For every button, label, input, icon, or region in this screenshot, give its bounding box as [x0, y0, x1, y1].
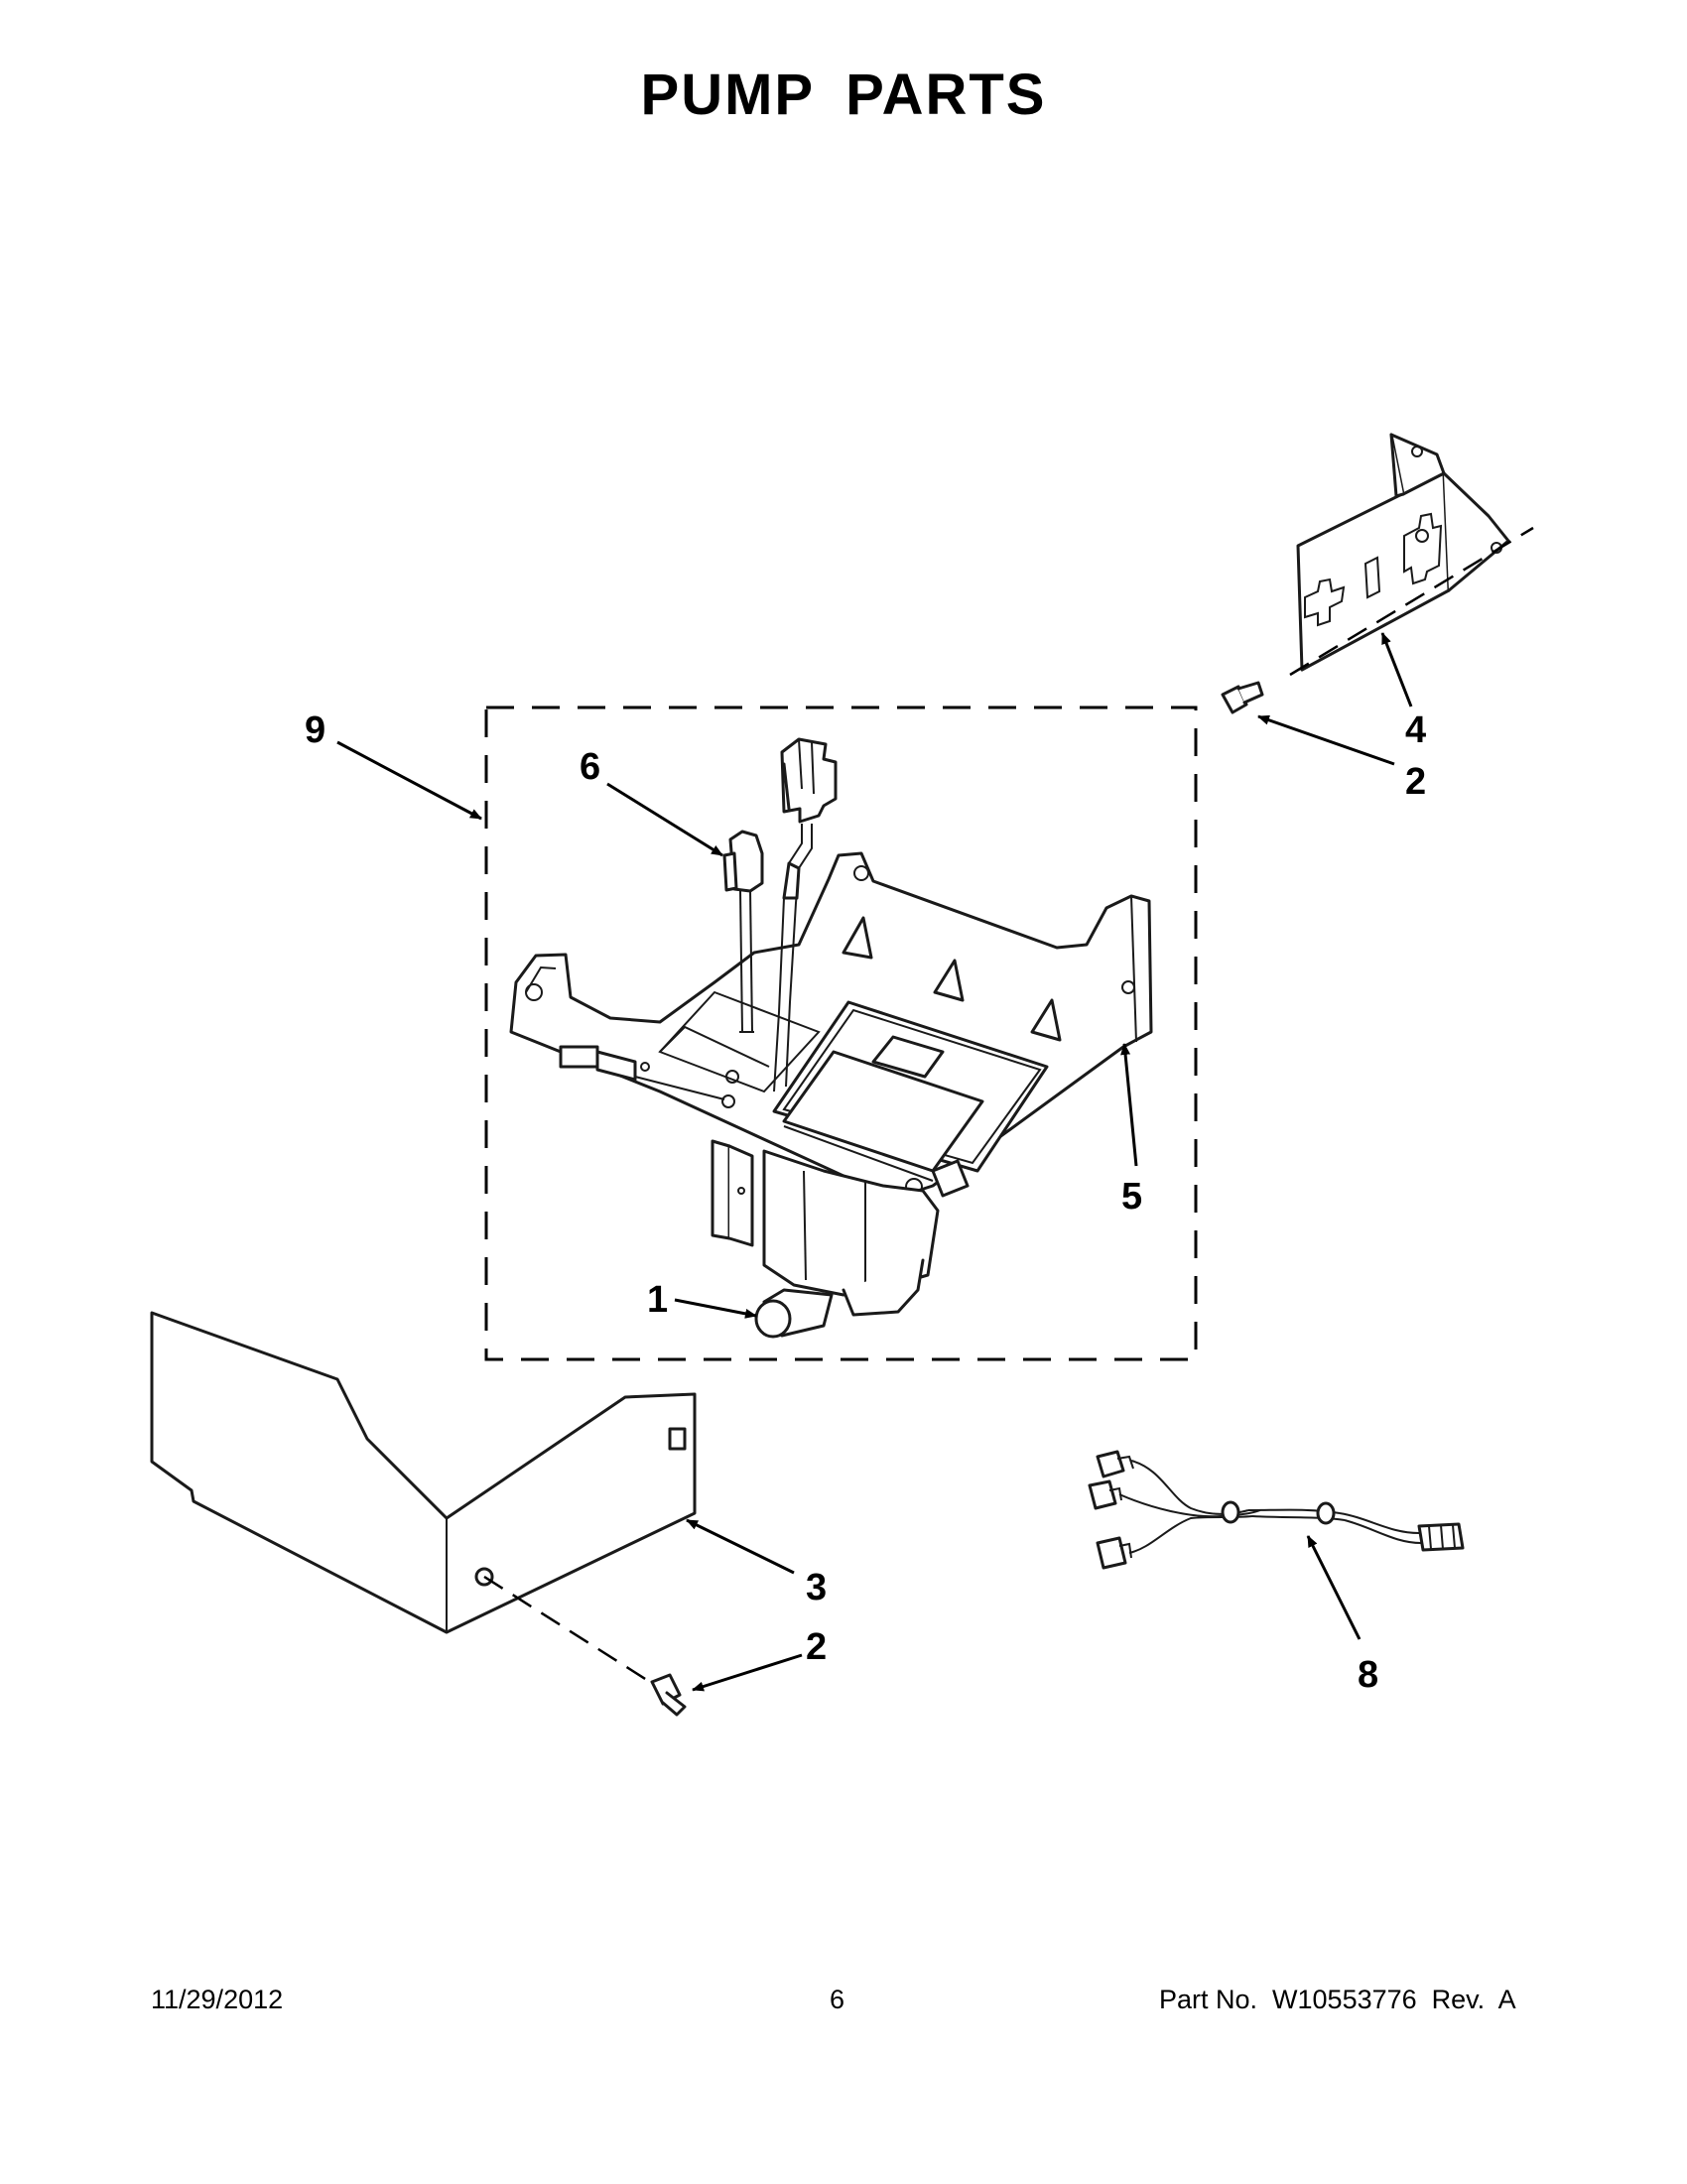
leader-8: [1306, 1535, 1362, 1640]
callout-2-top: 2: [1405, 761, 1426, 803]
callout-2-bottom: 2: [806, 1626, 827, 1668]
callout-1: 1: [647, 1279, 668, 1321]
leader-9: [336, 740, 482, 821]
callout-4: 4: [1405, 709, 1426, 751]
leader-4: [1380, 632, 1413, 707]
cover-panel: [150, 1311, 697, 1684]
mounting-bracket: [1289, 433, 1534, 677]
leader-1: [674, 1298, 757, 1319]
callout-6: 6: [580, 746, 600, 788]
callout-3: 3: [806, 1567, 827, 1608]
leader-2-bottom: [692, 1653, 803, 1692]
callout-8: 8: [1358, 1654, 1378, 1696]
wire-harness: [1088, 1450, 1465, 1570]
footer-page-number: 6: [830, 1985, 845, 2014]
leader-2-top: [1257, 714, 1395, 766]
assembly-boundary: [484, 706, 1198, 1361]
footer-date: 11/29/2012: [151, 1985, 284, 2014]
callout-9: 9: [305, 709, 325, 751]
leader-3: [686, 1518, 795, 1575]
footer-part-number: Part No. W10553776 Rev. A: [1159, 1985, 1516, 2014]
pump-motor: [711, 1139, 940, 1339]
wire-harness-connectors: [722, 737, 838, 1092]
leader-5: [1120, 1043, 1138, 1167]
screw-bottom: [650, 1673, 687, 1717]
pump-bracket: [509, 851, 1153, 1201]
callout-5: 5: [1121, 1176, 1142, 1218]
page-title: PUMP PARTS: [640, 63, 1047, 127]
leader-6: [606, 782, 723, 857]
screw-top: [1221, 681, 1264, 714]
